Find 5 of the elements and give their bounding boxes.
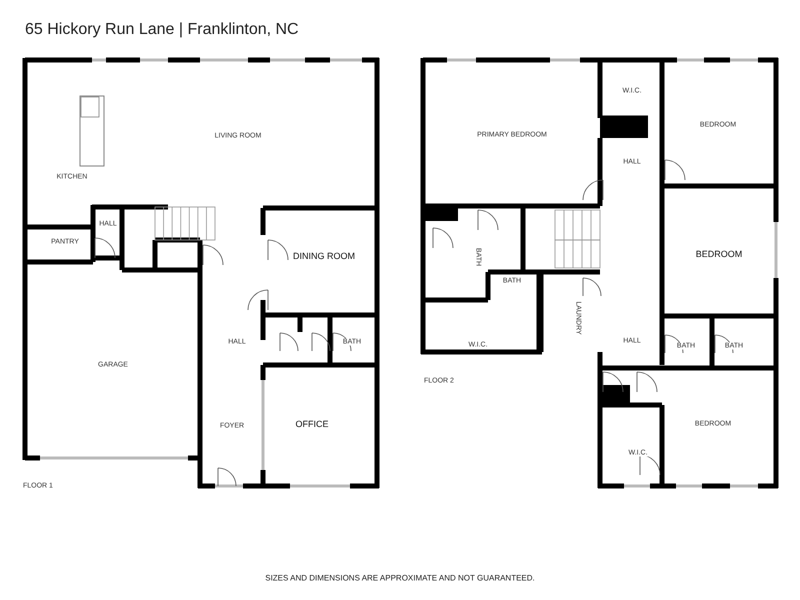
room-label: BEDROOM bbox=[694, 249, 744, 259]
room-label: OFFICE bbox=[294, 419, 330, 429]
title: 65 Hickory Run Lane | Franklinton, NC bbox=[25, 21, 299, 39]
caption: SIZES AND DIMENSIONS ARE APPROXIMATE AND NOT GUARANTEED. bbox=[265, 574, 535, 582]
room-label: DINING ROOM bbox=[292, 251, 356, 261]
